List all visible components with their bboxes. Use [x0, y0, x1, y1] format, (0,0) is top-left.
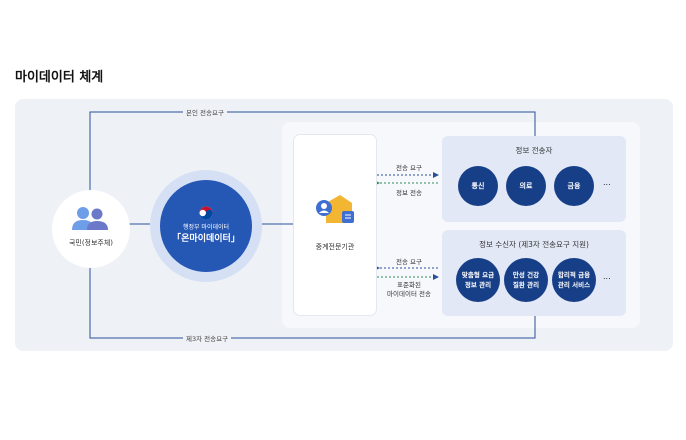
- receiver-item-health-line2: 질환 관리: [512, 281, 540, 289]
- intermediary-label: 중계전문기관: [315, 243, 355, 251]
- receiver-item-health: 만성 건강 질환 관리: [504, 258, 548, 302]
- send-label-bottom-line1: 표준화된: [397, 281, 421, 289]
- self-request-label: 본인 전송요구: [183, 107, 227, 117]
- receiver-item-finance: 합리적 금융 관리 서비스: [552, 258, 596, 302]
- send-label-bottom-line2: 마이데이터 전송: [387, 290, 431, 298]
- platform-node: 행정부 마이데이터 「온마이데이터」: [160, 180, 252, 272]
- self-request-line: [89, 111, 536, 190]
- receiver-item-billing: 맞춤형 요금 정보 관리: [456, 258, 500, 302]
- sender-item-medical: 의료: [506, 166, 546, 206]
- third-party-request-label: 제3자 전송요구: [183, 333, 232, 343]
- receiver-item-finance-line2: 관리 서비스: [557, 281, 591, 289]
- receiver-more: ...: [603, 272, 611, 281]
- receiver-item-billing-line2: 정보 관리: [464, 281, 492, 289]
- page-title: 마이데이터 체계: [15, 70, 104, 85]
- request-label-top: 전송 요구: [396, 164, 422, 172]
- sender-more: ...: [603, 178, 611, 187]
- send-label-top: 정보 전송: [396, 189, 422, 197]
- third-party-request-line: [89, 250, 536, 339]
- receiver-item-finance-line1: 합리적 금융: [557, 271, 591, 279]
- citizen-label: 국민(정보주체): [68, 239, 114, 247]
- receiver-item-billing-line1: 맞춤형 요금: [461, 271, 495, 279]
- receiver-panel: 정보 수신자 (제3자 전송요구 지원) 맞춤형 요금 정보 관리 만성 건강 …: [442, 230, 626, 316]
- sender-item-finance: 금융: [554, 166, 594, 206]
- request-label-bottom: 전송 요구: [396, 258, 422, 266]
- receiver-item-health-line1: 만성 건강: [512, 271, 540, 279]
- citizen-node: 국민(정보주체): [52, 190, 130, 268]
- sender-title: 정보 전송자: [515, 146, 553, 155]
- send-label-bottom: 표준화된 마이데이터 전송: [378, 281, 440, 299]
- sender-panel: 정보 전송자 통신 의료 금융 ...: [442, 136, 626, 222]
- sender-item-telecom: 통신: [458, 166, 498, 206]
- taegeuk-icon: [199, 206, 213, 220]
- institution-icon: [316, 195, 354, 223]
- receiver-title: 정보 수신자 (제3자 전송요구 지원): [479, 240, 589, 249]
- intermediary-box: 중계전문기관: [294, 135, 376, 315]
- platform-name: 「온마이데이터」: [172, 234, 240, 244]
- people-icon: [72, 207, 108, 230]
- platform-ministry: 행정부 마이데이터: [182, 224, 230, 231]
